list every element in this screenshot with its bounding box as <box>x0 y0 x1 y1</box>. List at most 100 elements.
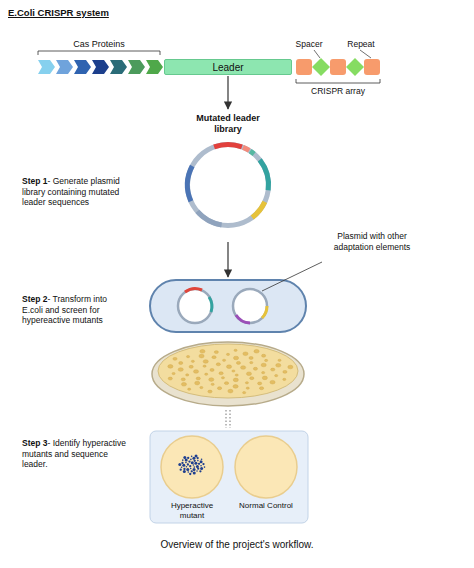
plasmid-segment <box>242 145 250 153</box>
spacer-diamond <box>346 58 364 76</box>
colony <box>232 370 235 372</box>
gene-arrow <box>110 60 127 74</box>
colony <box>172 372 175 374</box>
colony <box>265 359 268 361</box>
cell-outline <box>150 280 306 332</box>
plasmid-segment <box>258 158 271 190</box>
plate-label: Hyperactive mutant <box>162 501 222 520</box>
colony <box>216 363 220 366</box>
plasmid-segment <box>249 149 256 156</box>
colony-dot <box>202 463 204 465</box>
colony <box>196 377 200 380</box>
plate-circle <box>235 436 297 498</box>
colony <box>195 381 200 385</box>
colony-dot <box>193 466 195 468</box>
plasmid-segment <box>213 142 242 149</box>
colony-dot <box>189 465 191 467</box>
colony <box>222 359 225 361</box>
step-number: Step 2 <box>22 294 48 304</box>
colony-dot <box>178 463 181 466</box>
colony <box>275 375 278 377</box>
part-label: Cas Proteins <box>73 39 125 49</box>
colony <box>212 356 216 359</box>
part-label: CRISPR array <box>311 86 365 96</box>
colony <box>203 360 208 364</box>
plate-label: Normal Control <box>236 501 296 511</box>
plasmid-mutant <box>178 289 212 323</box>
step-number: Step 3 <box>22 438 48 448</box>
colony <box>261 363 266 367</box>
colony <box>246 372 251 376</box>
gene-arrow <box>74 60 91 74</box>
colony-dot <box>186 466 188 468</box>
step-text-group: Step 2- Transform into E.coli and screen… <box>22 294 128 326</box>
plate-circle <box>233 434 299 500</box>
colony-dot <box>204 466 206 468</box>
petri-dish <box>152 342 304 406</box>
plasmid-node: Mutated leader library <box>173 110 283 235</box>
colony <box>258 382 262 385</box>
colony <box>262 376 267 380</box>
crispr-array <box>296 58 380 76</box>
colony-dot <box>195 454 198 457</box>
colony-dot <box>190 468 192 470</box>
colony-dot <box>183 468 185 470</box>
colony <box>276 363 281 367</box>
colony-dot <box>193 471 196 474</box>
colony <box>246 387 249 389</box>
plasmid-leader-segment <box>185 289 202 292</box>
colony <box>283 378 286 380</box>
colony-dot <box>192 457 195 460</box>
colony-dot <box>193 464 195 466</box>
part-label-group: Repeat <box>336 39 386 50</box>
plate-circle <box>159 434 225 500</box>
colony <box>226 353 229 355</box>
plasmid-segment <box>195 209 222 227</box>
colony <box>288 365 293 369</box>
repeat-block <box>364 59 380 75</box>
colony <box>168 377 172 380</box>
plasmid-segment <box>185 142 271 228</box>
callout-text-group: Plasmid with other adaptation elements <box>320 231 424 252</box>
leader-box: Leader <box>164 59 292 75</box>
colony <box>250 362 253 364</box>
colony-dot <box>183 456 186 459</box>
colony <box>208 390 212 393</box>
colony <box>211 383 214 385</box>
colony-dot <box>188 460 190 462</box>
colony-dot <box>198 463 200 465</box>
colony <box>219 372 223 375</box>
colony <box>168 365 173 369</box>
zoom-panel <box>150 431 308 523</box>
plasmid-segment <box>236 315 250 323</box>
gene-arrow <box>146 60 163 74</box>
colony <box>209 378 214 382</box>
colony <box>270 380 275 384</box>
cas-gene-arrows <box>38 60 163 74</box>
dish-rim <box>152 342 304 406</box>
zoom-dotted-line <box>230 410 231 428</box>
colony-dot <box>191 456 193 458</box>
colony <box>200 349 205 353</box>
zoom-dotted-line <box>226 410 227 428</box>
part-label-group: Spacer <box>284 39 334 50</box>
colony-dot <box>187 463 189 465</box>
flow-arrow <box>227 76 228 109</box>
plasmid-segment <box>251 200 267 219</box>
colony <box>283 370 287 373</box>
region-label: Leader <box>212 62 243 73</box>
colony-dot <box>200 465 202 467</box>
colony-dot <box>180 469 182 471</box>
colony-dot <box>185 462 187 464</box>
colony-dot <box>197 460 199 462</box>
mutant-plate: Hyperactive mutant <box>157 434 227 520</box>
spacer-diamond <box>312 58 330 76</box>
callout-text: Plasmid with other adaptation elements <box>334 231 411 252</box>
colony <box>217 387 221 390</box>
ecoli-cell <box>150 280 306 332</box>
colony-dot <box>187 471 189 473</box>
gene-arrow <box>128 60 145 74</box>
colony-dot <box>187 457 189 459</box>
colony-dot <box>181 462 183 464</box>
colony-dot <box>191 461 194 464</box>
